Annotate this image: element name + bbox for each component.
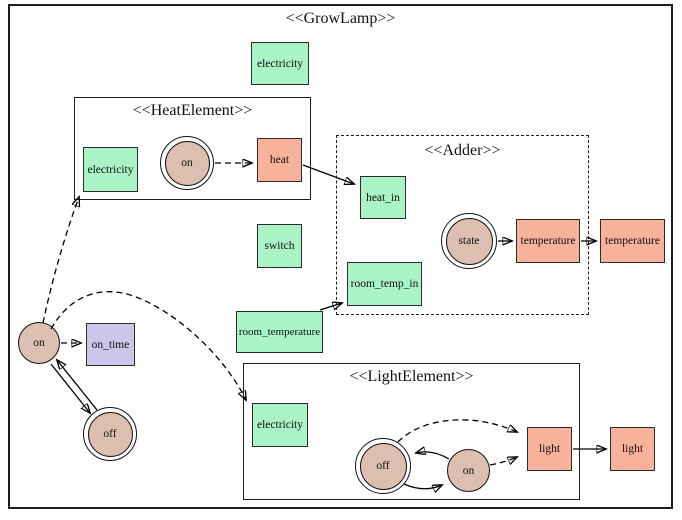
state-growlamp-off: off [83, 407, 137, 461]
heat-element-frame [74, 97, 311, 200]
port-growlamp-temperature: temperature [600, 219, 665, 263]
adder-title: <<Adder>> [424, 142, 501, 159]
port-lightelement-light: light [527, 427, 572, 471]
port-label: temperature [605, 235, 660, 247]
state-lightelement-on: on [447, 449, 490, 492]
port-label: light [538, 443, 561, 455]
port-switch: switch [257, 224, 302, 268]
port-label: electricity [257, 419, 303, 431]
port-lightelement-electricity: electricity [252, 403, 308, 447]
port-label: room_temperature [238, 326, 321, 338]
state-heatelement-on: on [160, 136, 214, 190]
state-adder-state: state [441, 213, 497, 269]
state-label: on [33, 337, 45, 349]
growlamp-title: <<GrowLamp>> [285, 10, 396, 27]
port-label: room_temp_in [350, 278, 419, 290]
port-label: switch [264, 240, 295, 252]
state-label: off [359, 442, 407, 490]
port-label: electricity [87, 163, 134, 176]
port-label: heat [269, 154, 290, 166]
port-growlamp-light: light [610, 427, 655, 471]
state-growlamp-on: on [18, 322, 60, 364]
port-label: temperature [520, 235, 576, 247]
state-label: state [445, 217, 493, 265]
port-label: heat_in [366, 191, 400, 204]
light-element-title: <<LightElement>> [349, 368, 474, 385]
port-label: electricity [257, 57, 303, 70]
state-label: on [164, 140, 210, 186]
light-element-frame [243, 363, 580, 500]
port-on-time: on_time [86, 323, 135, 366]
port-room-temp-in: room_temp_in [347, 262, 422, 306]
state-label: on [462, 464, 475, 477]
port-heat: heat [257, 138, 302, 182]
port-heat-in: heat_in [360, 176, 406, 219]
heat-element-title: <<HeatElement>> [132, 102, 253, 119]
port-growlamp-electricity: electricity [251, 42, 309, 85]
port-label: on_time [91, 338, 130, 351]
adder-frame [336, 135, 589, 315]
port-label: light [621, 443, 644, 455]
state-lightelement-off: off [355, 438, 411, 494]
state-label: off [87, 411, 133, 457]
port-heatelement-electricity: electricity [83, 147, 138, 192]
port-room-temperature: room_temperature [236, 311, 323, 353]
port-adder-temperature: temperature [516, 219, 580, 263]
growlamp-frame [8, 4, 673, 509]
